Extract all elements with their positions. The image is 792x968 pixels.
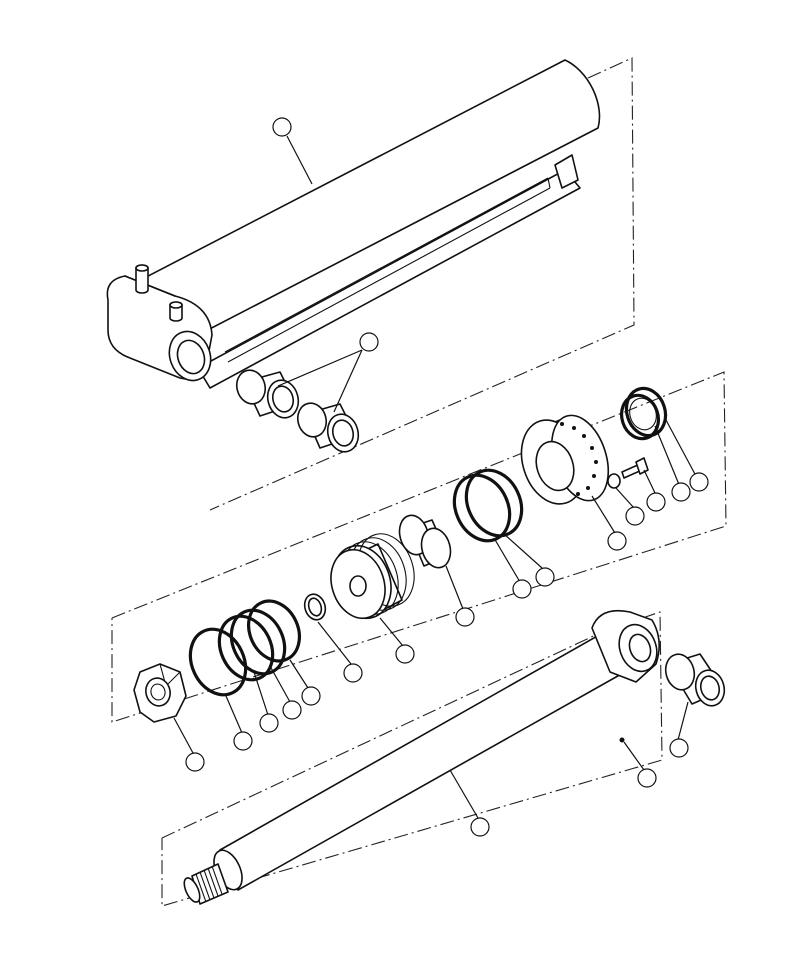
guide-wear-ring [398,514,452,569]
piston-seal-rings [188,599,301,697]
callout-bubble [535,567,555,587]
barrel-bushings [235,369,360,453]
piston-o-ring [303,593,327,621]
rod-bushing [664,653,726,707]
assembly-boundary-lines [111,57,727,907]
cylinder-barrel [106,59,601,389]
grease-fitting [619,737,625,743]
callout-bubble [301,686,321,706]
callout-bubble [395,644,415,664]
callout-bubble [455,607,475,627]
callout-bubble [669,738,689,758]
callout-bubbles [185,117,709,837]
rod-guide-seal [619,386,668,441]
rod-guide [520,414,610,505]
callout-bubble [646,492,666,512]
callout-bubble [637,768,657,788]
leader-lines [173,135,697,819]
callout-bubble [259,713,279,733]
callout-bubble [185,752,205,772]
callout-bubble [689,472,709,492]
guide-bolt [607,457,649,489]
callout-bubble [470,817,490,837]
callout-bubble [359,332,379,352]
callout-bubble [512,579,532,599]
piston-rod [183,609,660,905]
callout-bubble [282,700,302,720]
piston [330,533,415,620]
callout-bubble [272,117,292,137]
lock-nut [133,663,187,723]
callout-bubble [671,482,691,502]
callout-bubble [343,663,363,683]
outer-o-rings [452,468,524,543]
callout-bubble [233,731,253,751]
callout-bubble [625,506,645,526]
callout-bubble [607,531,627,551]
